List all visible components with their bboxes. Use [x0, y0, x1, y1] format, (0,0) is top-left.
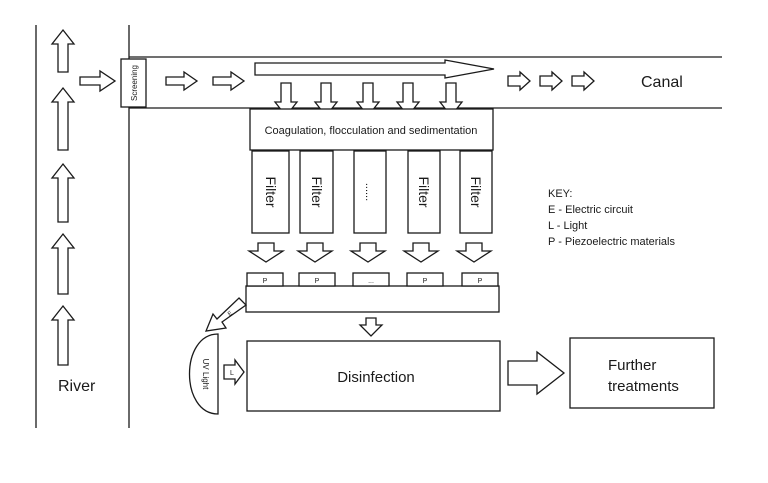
canal-arrow-3	[507, 70, 531, 92]
down-arrow-filter-2	[295, 242, 335, 263]
uv-light-label: UV Light	[201, 359, 210, 390]
down-arrow-filter-5	[454, 242, 494, 263]
further-treatments-line2: treatments	[608, 378, 679, 395]
filter-box-2	[299, 150, 334, 234]
piezo-label-4: P	[423, 278, 428, 285]
filter-box-3	[353, 150, 387, 234]
screening-box	[120, 58, 147, 108]
screening-label: Screening	[130, 65, 139, 101]
canal-arrow-2	[212, 70, 246, 92]
filter-label-2: Filter	[309, 176, 325, 207]
filter-label-5: Filter	[468, 176, 484, 207]
electric-arrow-shape	[204, 297, 248, 332]
river-arrow-up-3	[50, 162, 76, 223]
disinfection-box	[246, 340, 501, 412]
light-tag: L	[230, 370, 234, 377]
filter-bank: Filter Filter ...... Filter Filter	[251, 150, 493, 234]
key-item-light: L - Light	[548, 220, 587, 232]
filter-output-arrows	[246, 242, 494, 263]
filter-box-5	[459, 150, 493, 234]
river-arrow-up-2	[50, 86, 76, 151]
collector-box	[245, 285, 500, 313]
down-arrow-filter-3	[348, 242, 388, 263]
canal-flow-arrows	[165, 59, 595, 92]
river-to-screening-arrow	[79, 69, 117, 93]
river-arrow-up-5	[50, 304, 76, 366]
filter-box-1	[251, 150, 290, 234]
piezo-label-3: ...	[368, 278, 374, 285]
coagulation-label: Coagulation, flocculation and sedimentat…	[265, 125, 478, 137]
river-arrow-up-1	[50, 28, 76, 73]
light-arrow	[223, 358, 245, 386]
key-item-electric: E - Electric circuit	[548, 204, 633, 216]
uv-light-shape	[189, 333, 219, 415]
canal-arrow-4	[539, 70, 563, 92]
piezo-row: P P ... P P	[246, 272, 499, 287]
electric-tag: E	[227, 311, 234, 318]
piezo-box-5	[461, 272, 499, 287]
piezo-label-5: P	[478, 278, 483, 285]
piezo-box-2	[298, 272, 336, 287]
filter-label-4: Filter	[416, 176, 432, 207]
down-arrow-filter-4	[401, 242, 441, 263]
river-label: River	[58, 378, 96, 395]
electric-arrow: E	[204, 297, 248, 332]
collector-to-disinfection-arrow	[358, 317, 384, 337]
key-title: KEY:	[548, 188, 572, 200]
filter-box-4	[407, 150, 441, 234]
down-arrow-filter-1	[246, 242, 286, 263]
piezo-box-4	[406, 272, 444, 287]
coagulation-box	[249, 108, 494, 151]
canal-main-long-arrow	[254, 59, 495, 79]
to-further-treatments-arrow	[507, 350, 566, 396]
disinfection-label: Disinfection	[337, 369, 415, 386]
canal-label: Canal	[641, 74, 683, 91]
piezo-label-2: P	[315, 278, 320, 285]
canal-arrow-5	[571, 70, 595, 92]
filter-label-1: Filter	[263, 176, 279, 207]
key-legend: KEY: E - Electric circuit L - Light P - …	[548, 188, 675, 248]
key-item-piezo: P - Piezoelectric materials	[548, 236, 675, 248]
river-arrow-up-4	[50, 232, 76, 295]
piezo-label-1: P	[263, 278, 268, 285]
filter-label-3: ......	[363, 183, 375, 201]
river-flow-arrows	[50, 28, 76, 366]
further-treatments-box	[569, 337, 715, 409]
further-treatments-line1: Further	[608, 357, 656, 374]
piezo-box-3	[352, 272, 390, 287]
piezo-box-1	[246, 272, 284, 287]
canal-arrow-1	[165, 70, 199, 92]
